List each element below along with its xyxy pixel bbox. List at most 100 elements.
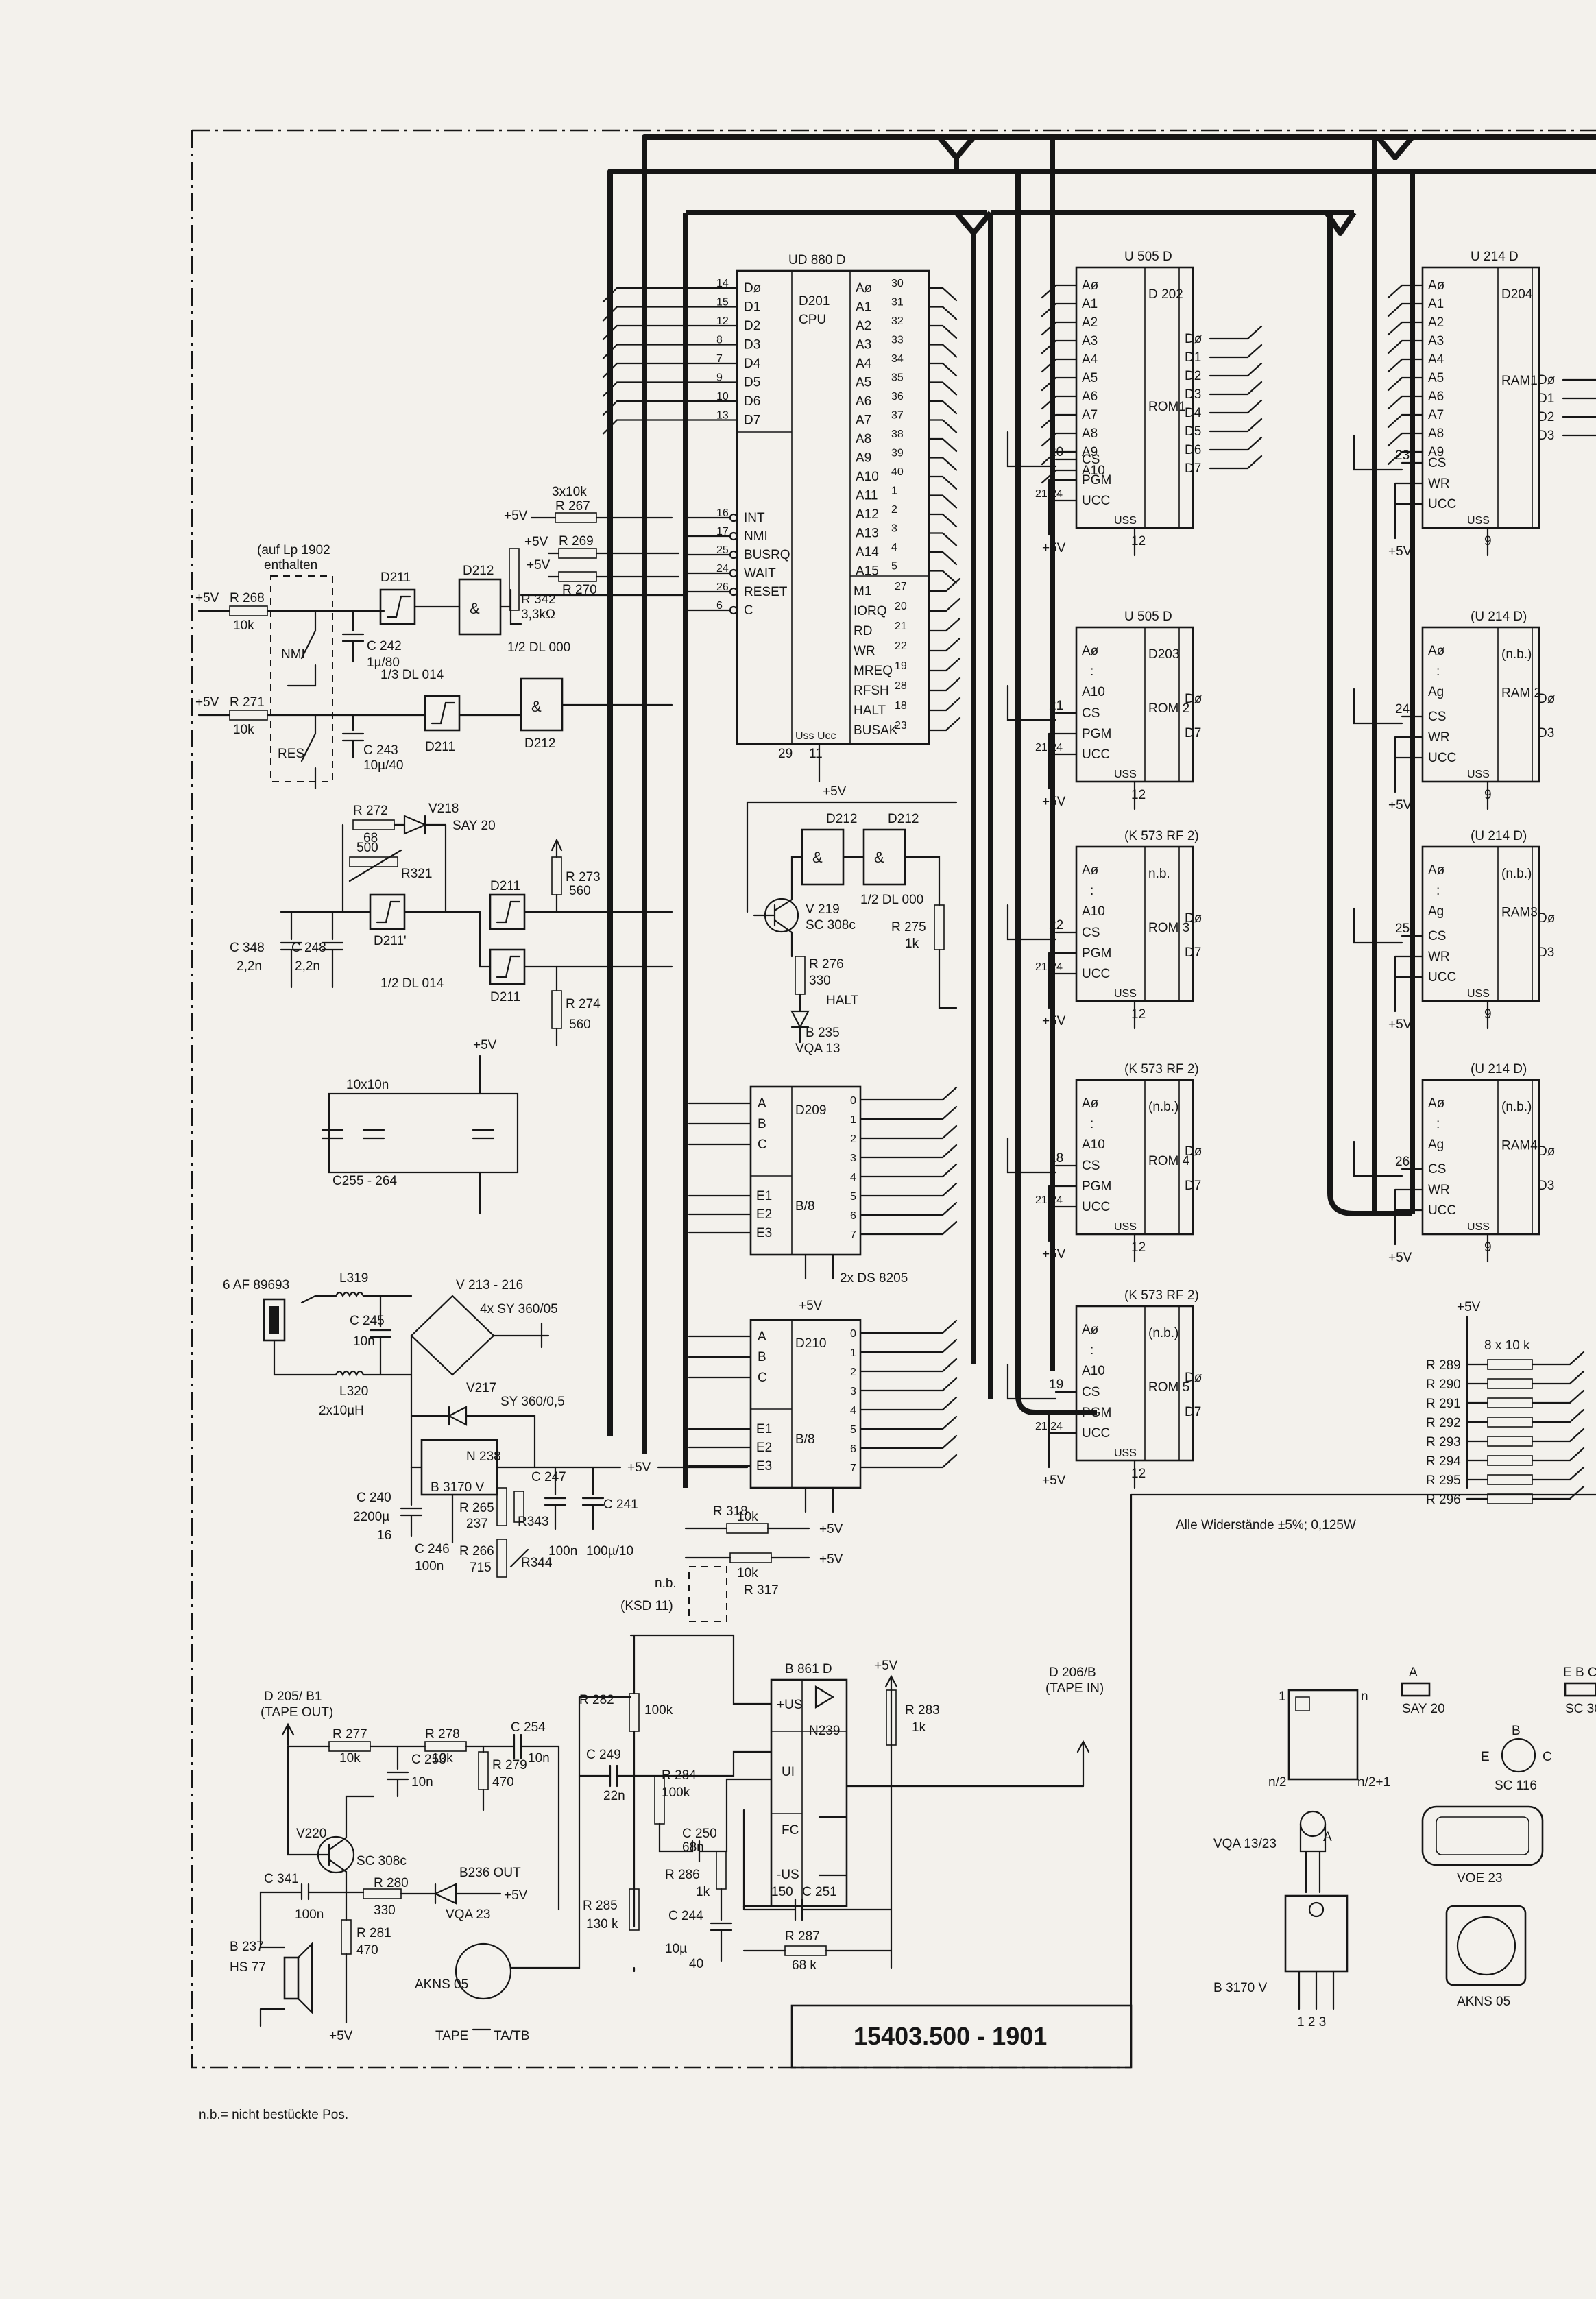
- mem-type-7: (U 214 D): [1471, 829, 1527, 843]
- mem-ucc-4: UCC: [1082, 1426, 1110, 1441]
- rarray-item-6: R 295: [1426, 1473, 1461, 1488]
- r278-value: 10k: [432, 1751, 453, 1766]
- mem-ref-5: D204: [1501, 287, 1533, 302]
- mem-cs-1: CS: [1082, 706, 1100, 721]
- cpu-out-num-2: 21: [895, 621, 907, 632]
- svg-text:&: &: [812, 849, 823, 866]
- mem-data-wire-5-1: [1562, 397, 1596, 400]
- mem-data-0-5: D5: [1185, 424, 1201, 439]
- mem-ucc-3: UCC: [1082, 1200, 1110, 1214]
- mem-type-2: (K 573 RF 2): [1124, 829, 1199, 843]
- res-switch: RES: [278, 747, 304, 761]
- mem-name-3: ROM 4: [1148, 1154, 1190, 1168]
- mem-cs-2: CS: [1082, 926, 1100, 940]
- cpu-data-wire-4: [602, 362, 738, 378]
- r267-label: R 267: [555, 499, 590, 514]
- d212-d: D212: [888, 812, 919, 826]
- leg-sc116: SC 116: [1495, 1779, 1537, 1793]
- r271-value: 10k: [233, 723, 254, 737]
- c249-label: C 249: [586, 1748, 621, 1762]
- cpu-addr-num-3: 33: [891, 335, 904, 346]
- r273-label: R 273: [566, 870, 601, 884]
- leg-voe: VOE 23: [1457, 1871, 1503, 1886]
- cpu-ctrl-pin-5: C: [744, 603, 753, 618]
- d211-d: D211: [490, 879, 520, 893]
- r286-value: 1k: [696, 1885, 710, 1899]
- c241-label: C 241: [603, 1497, 638, 1512]
- v213-label: V 213 - 216: [456, 1278, 523, 1292]
- mem-gnd-3: 12: [1131, 1240, 1146, 1255]
- mem-addr-5-3: A3: [1428, 334, 1444, 348]
- r276-label: R 276: [809, 957, 844, 972]
- mem-ref-8: (n.b.): [1501, 1100, 1532, 1114]
- c243-label: C 243: [363, 743, 398, 758]
- cpu-pin-5: D5: [744, 376, 760, 390]
- mem-addr-wire-0-5: [1041, 376, 1078, 392]
- dl000-half-b: 1/2 DL 000: [860, 893, 923, 907]
- mem-dots-7: :: [1436, 884, 1440, 898]
- cpu-data-wire-3: [602, 344, 738, 359]
- akns-label: AKNS 05: [415, 1977, 468, 1992]
- mem-addr-wire-0-1: [1041, 302, 1078, 317]
- rarray-wire-1: [1466, 1370, 1585, 1385]
- cpu-out-wire-2: [928, 617, 961, 632]
- decoder-out-wire-0-4: [859, 1163, 958, 1178]
- v219-type: SC 308c: [806, 918, 856, 932]
- leg-ebc: E B C: [1563, 1665, 1596, 1680]
- memory-chip-5: U 214 DD204RAM1AøA1A2A3A4A5A6A7A8A9DøD1D…: [1353, 250, 1596, 559]
- mem-cs-num-3: 18: [1049, 1151, 1063, 1166]
- lp-note-2: enthalten: [264, 558, 317, 573]
- tape-in-1: D 206/B: [1049, 1665, 1096, 1680]
- rarray-body-1: [1487, 1378, 1533, 1389]
- rarray-item-1: R 290: [1426, 1377, 1461, 1392]
- tape-in-vcc: +5V: [874, 1659, 898, 1673]
- decoder-out-0-7: 7: [850, 1229, 856, 1241]
- rarray-wire-2: [1466, 1389, 1585, 1404]
- cpu-ref: D201: [799, 294, 830, 309]
- mem-addr-5-1: A1: [1428, 297, 1444, 311]
- mem-cs-num-1: 21: [1049, 699, 1063, 713]
- cpu-addr-num-5: 35: [891, 372, 904, 384]
- mem-cs-0: CS: [1082, 453, 1100, 467]
- cpu-out-pin-4: MREQ: [854, 664, 893, 678]
- r283-label: R 283: [905, 1703, 940, 1718]
- cpu-out-num-1: 20: [895, 601, 907, 612]
- mem-pgm-2: PGM: [1082, 946, 1111, 961]
- decoder-out-wire-0-2: [859, 1124, 958, 1140]
- mem-ucc-8: UCC: [1428, 1203, 1456, 1218]
- r266-label: R 266: [459, 1544, 494, 1558]
- cpu-out-pin-6: HALT: [854, 703, 886, 718]
- v219-label: V 219: [806, 902, 840, 917]
- cpu-ctrl-pin-0: INT: [744, 511, 765, 525]
- vqa13-label: VQA 13: [795, 1042, 841, 1056]
- mem-addr-wire-0-4: [1041, 358, 1078, 373]
- mem-ref-0: D 202: [1148, 287, 1183, 302]
- mem-addr-5-7: A7: [1428, 408, 1444, 422]
- rarray-wire-6: [1466, 1466, 1585, 1481]
- footnote: n.b.= nicht bestückte Pos.: [199, 2108, 348, 2122]
- cpu-addr-pin-2: A2: [856, 319, 871, 333]
- mem-cs-8: CS: [1428, 1162, 1446, 1177]
- c245-value: 10n: [353, 1334, 375, 1349]
- mem-ucc-1: UCC: [1082, 747, 1110, 762]
- cpu-out-num-5: 28: [895, 680, 907, 692]
- mem-addr-wire-5-1: [1387, 302, 1424, 317]
- d212-a: D212: [463, 564, 494, 578]
- mem-pgm-wire-5: [1394, 482, 1424, 540]
- r272-value: 68: [363, 831, 378, 845]
- mem-data-5-2: D2: [1538, 410, 1554, 424]
- mem-addr-0-4: A4: [1082, 352, 1098, 367]
- mem-pgm-wire-2: [1048, 952, 1078, 1009]
- vqa23-label: VQA 23: [446, 1907, 491, 1922]
- r275-value: 1k: [905, 937, 919, 951]
- decoder-out-wire-1-0: [859, 1319, 958, 1334]
- cpu-gnd-pin: 29: [778, 747, 793, 761]
- cpu-addr-pin-11: A11: [856, 489, 878, 503]
- mem-addr-wire-0-7: [1041, 413, 1078, 429]
- mem-uss-7: USS: [1467, 988, 1490, 1000]
- decoder-out-1-1: 1: [850, 1347, 856, 1359]
- mem-pgm-7: WR: [1428, 950, 1450, 964]
- r271-vcc: +5V: [195, 695, 219, 710]
- decoder-out-0-4: 4: [850, 1172, 856, 1183]
- cpu-ctrl-bubble-5: [729, 605, 738, 615]
